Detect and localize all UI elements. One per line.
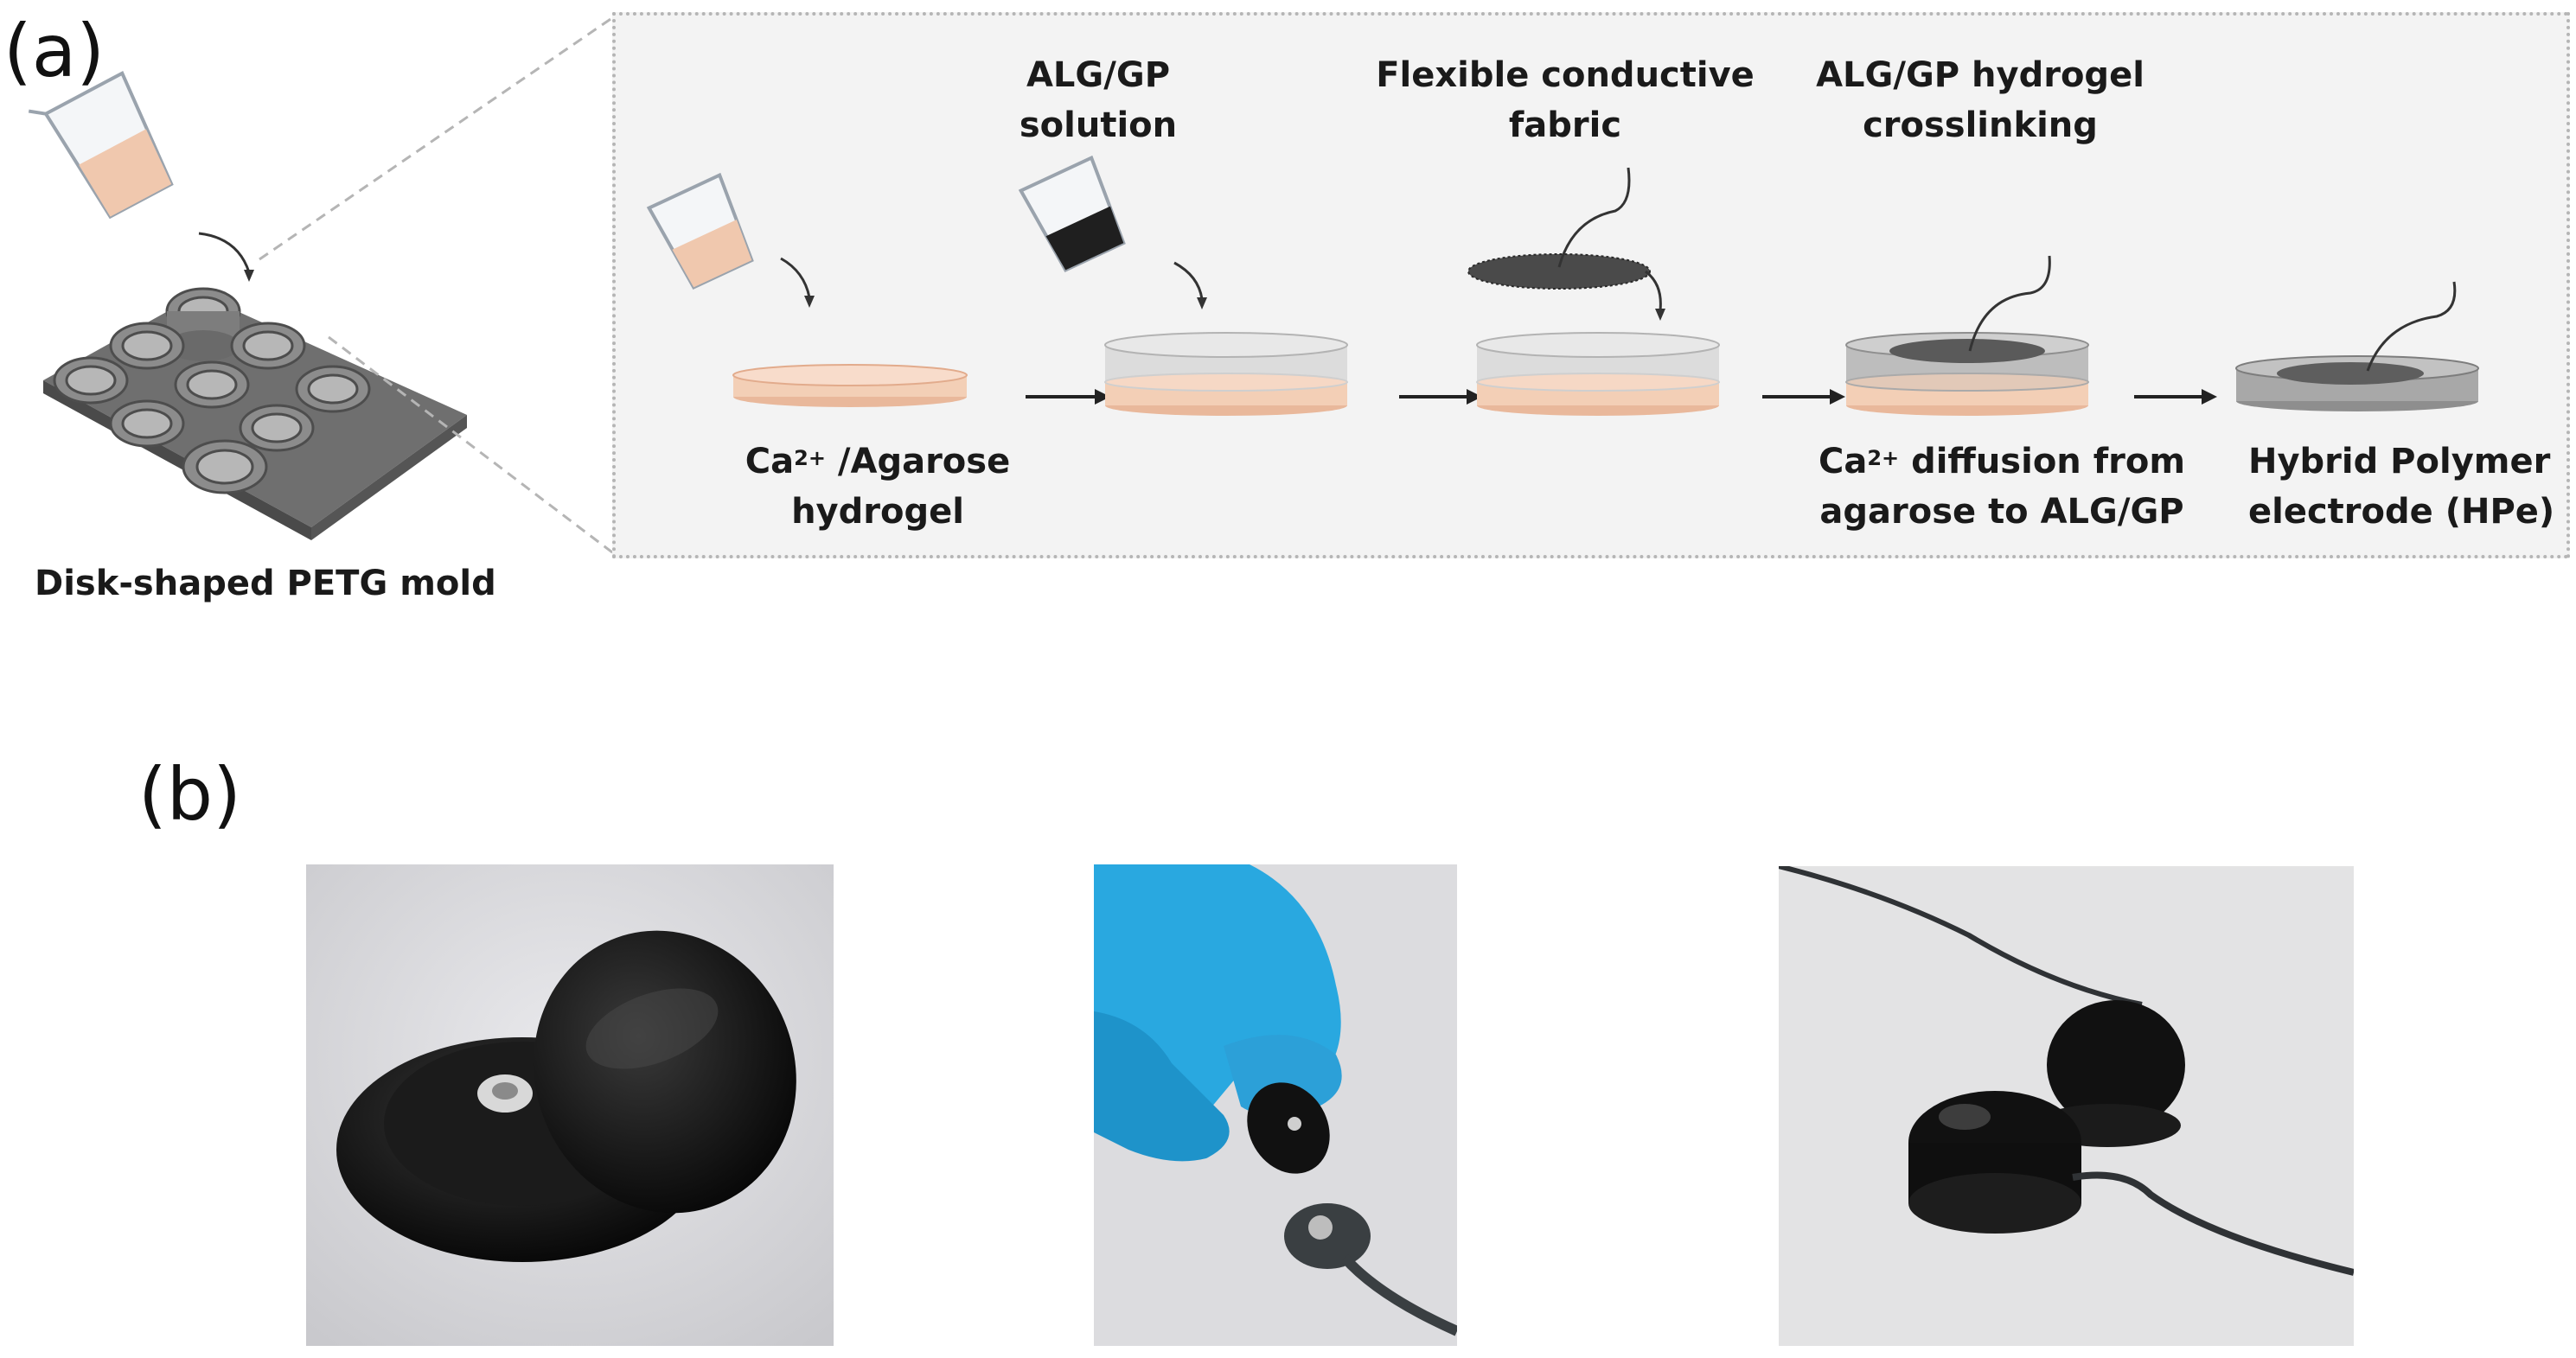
- electrodes-with-cable-photo: [1779, 866, 2354, 1346]
- process-illustration: [646, 155, 2479, 416]
- mold-ring: [165, 287, 241, 361]
- electrode-pair-photo: [306, 864, 834, 1346]
- cable: [2072, 1171, 2354, 1276]
- crosslinked-disk: [1845, 255, 2089, 416]
- mold-caption: Disk-shaped PETG mold: [35, 564, 496, 603]
- cable: [1340, 1253, 1457, 1336]
- gloved-hand-snap-connector-photo: [1094, 864, 1457, 1346]
- electrode-disk: [2047, 1000, 2185, 1130]
- agarose-disk: [732, 364, 968, 407]
- beaker-icon: [646, 172, 754, 290]
- step4-bottom-caption: Ca2+ diffusion from agarose to ALG/GP: [1818, 442, 2185, 532]
- arrow-3: [1830, 389, 1845, 405]
- arrow-4: [2202, 389, 2217, 405]
- petg-mold-illustration: [28, 70, 467, 540]
- arrow-1: [1095, 389, 1110, 405]
- cable: [1779, 866, 2143, 1007]
- panel-b-label: (b): [138, 752, 241, 837]
- electrode-disk: [1247, 1082, 1330, 1174]
- panel-a-label: (a): [3, 9, 105, 93]
- arrow-2: [1467, 389, 1482, 405]
- two-layer-disk: [1476, 332, 1720, 416]
- two-layer-disk: [1104, 332, 1348, 416]
- beaker-icon: [28, 70, 174, 220]
- conductive-fabric: [1467, 167, 1651, 290]
- snap-stud-icon: [1288, 1117, 1301, 1131]
- pour-arrow: [198, 232, 251, 273]
- hybrid-polymer-electrode: [2235, 281, 2479, 411]
- electrode-disk: [534, 930, 796, 1214]
- zoom-lines: [259, 14, 617, 557]
- step1-caption: Ca2+ /Agarose hydrogel: [745, 442, 1011, 532]
- beaker-black-icon: [1018, 155, 1126, 272]
